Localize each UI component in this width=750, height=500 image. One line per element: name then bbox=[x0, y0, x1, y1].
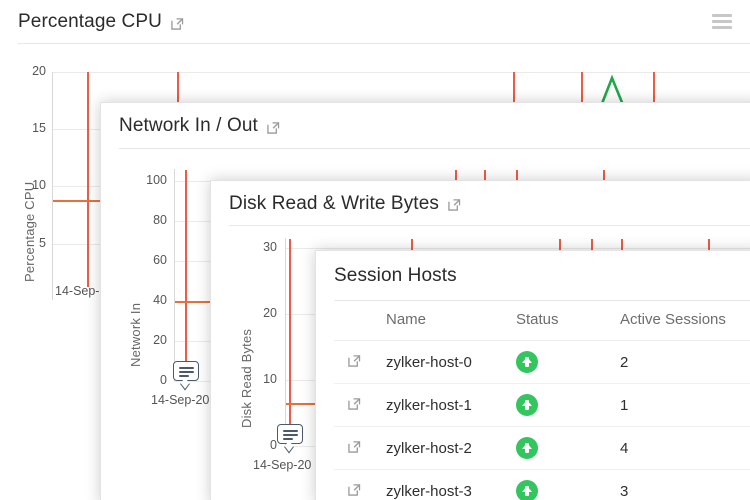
header-divider bbox=[229, 225, 750, 226]
y-tick-label: 20 bbox=[32, 64, 46, 78]
x-tick-label: 14-Sep-20 bbox=[55, 284, 114, 298]
y-tick-label: 10 bbox=[32, 178, 46, 192]
cell-status bbox=[510, 426, 614, 470]
column-header-name[interactable]: Name bbox=[380, 301, 510, 341]
status-up-icon bbox=[516, 394, 538, 416]
x-tick-label: 14-Sep-20 bbox=[151, 393, 210, 407]
external-link-icon[interactable] bbox=[171, 17, 184, 30]
y-tick-label: 60 bbox=[153, 253, 167, 267]
status-up-icon bbox=[516, 480, 538, 500]
table-row[interactable]: zylker-host-0 2 45% bbox=[334, 340, 750, 384]
y-tick-label: 0 bbox=[270, 438, 277, 452]
y-axis-line bbox=[52, 72, 53, 300]
external-link-icon[interactable] bbox=[267, 121, 280, 134]
cell-active-sessions: 2 bbox=[614, 340, 750, 384]
y-tick-label: 10 bbox=[263, 372, 277, 386]
gridline bbox=[285, 248, 750, 249]
y-tick-label: 20 bbox=[153, 333, 167, 347]
table-header-row: Name Status Active Sessions Percentag bbox=[334, 301, 750, 341]
card-header-network: Network In / Out bbox=[101, 103, 750, 149]
row-external-link-icon[interactable] bbox=[334, 383, 380, 427]
session-hosts-table: Name Status Active Sessions Percentag bbox=[334, 301, 750, 500]
y-tick-label: 80 bbox=[153, 213, 167, 227]
row-external-link-icon[interactable] bbox=[334, 426, 380, 470]
bar-mark bbox=[513, 72, 515, 122]
status-up-icon bbox=[516, 351, 538, 373]
hamburger-menu-icon[interactable] bbox=[712, 14, 732, 29]
header-divider bbox=[334, 300, 750, 301]
header-divider bbox=[119, 148, 750, 149]
y-tick-label: 30 bbox=[263, 240, 277, 254]
y-axis-line bbox=[285, 238, 286, 446]
y-axis-line bbox=[174, 169, 175, 381]
column-header-link bbox=[334, 301, 380, 341]
card-title-session-hosts: Session Hosts bbox=[334, 265, 457, 286]
status-up-icon bbox=[516, 437, 538, 459]
card-header-disk: Disk Read & Write Bytes bbox=[211, 181, 750, 226]
y-tick-label: 5 bbox=[39, 236, 46, 250]
cell-status bbox=[510, 340, 614, 384]
header-divider bbox=[18, 43, 750, 44]
session-hosts-table-wrap: Name Status Active Sessions Percentag bbox=[316, 301, 750, 500]
y-tick-label: 100 bbox=[146, 173, 167, 187]
comment-bubble-icon[interactable] bbox=[173, 361, 199, 381]
cell-host-name: zylker-host-0 bbox=[380, 340, 510, 384]
bar-mark bbox=[581, 72, 583, 122]
row-external-link-icon[interactable] bbox=[334, 469, 380, 500]
y-tick-label: 15 bbox=[32, 121, 46, 135]
bar-mark bbox=[411, 239, 413, 251]
y-tick-label: 0 bbox=[160, 373, 167, 387]
y-axis-label: Percentage CPU bbox=[22, 181, 37, 282]
bar-mark bbox=[653, 72, 655, 122]
row-external-link-icon[interactable] bbox=[334, 340, 380, 384]
bar-mark bbox=[708, 239, 710, 251]
external-link-icon[interactable] bbox=[448, 198, 461, 211]
bar-mark bbox=[289, 239, 291, 447]
comment-bubble-icon[interactable] bbox=[277, 424, 303, 444]
cell-active-sessions: 3 bbox=[614, 469, 750, 500]
cell-active-sessions: 4 bbox=[614, 426, 750, 470]
table-row[interactable]: zylker-host-2 4 60% bbox=[334, 426, 750, 470]
bar-mark bbox=[185, 170, 187, 385]
cell-host-name: zylker-host-2 bbox=[380, 426, 510, 470]
page-title: Percentage CPU bbox=[18, 11, 162, 32]
cell-host-name: zylker-host-3 bbox=[380, 469, 510, 500]
y-tick-label: 20 bbox=[263, 306, 277, 320]
bar-mark bbox=[559, 239, 561, 251]
gridline bbox=[52, 72, 750, 73]
bar-mark bbox=[591, 239, 593, 251]
card-title-network: Network In / Out bbox=[119, 115, 258, 136]
card-session-hosts[interactable]: Session Hosts Name Status Active Session… bbox=[315, 250, 750, 500]
column-header-status[interactable]: Status bbox=[510, 301, 614, 341]
card-header-percentage-cpu: Percentage CPU bbox=[0, 0, 750, 44]
card-header-session-hosts: Session Hosts bbox=[316, 251, 750, 301]
x-tick-label: 14-Sep-20 bbox=[253, 458, 312, 472]
y-tick-label: 40 bbox=[153, 293, 167, 307]
column-header-active-sessions[interactable]: Active Sessions bbox=[614, 301, 750, 341]
cell-active-sessions: 1 bbox=[614, 383, 750, 427]
card-title-disk: Disk Read & Write Bytes bbox=[229, 192, 439, 214]
cell-status bbox=[510, 469, 614, 500]
bar-mark bbox=[87, 72, 89, 287]
table-row[interactable]: zylker-host-1 1 25% bbox=[334, 383, 750, 427]
cell-status bbox=[510, 383, 614, 427]
cell-host-name: zylker-host-1 bbox=[380, 383, 510, 427]
bar-mark bbox=[621, 239, 623, 251]
table-row[interactable]: zylker-host-3 3 50% bbox=[334, 469, 750, 500]
